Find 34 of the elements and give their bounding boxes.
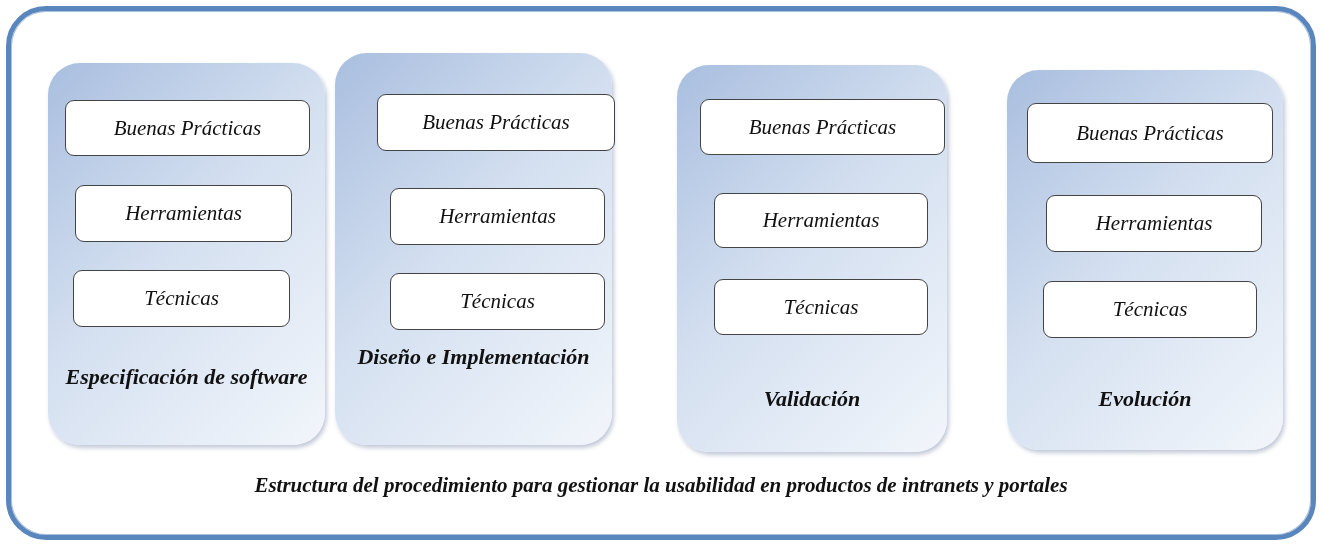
item-label: Técnicas — [144, 286, 219, 311]
item-box — [73, 270, 290, 327]
item-box — [1043, 281, 1257, 338]
item-box — [1027, 103, 1273, 163]
item-label: Buenas Prácticas — [1076, 120, 1224, 146]
item-label: Técnicas — [460, 289, 535, 314]
phase-panel — [48, 63, 325, 445]
phase-panel — [677, 65, 947, 452]
item-box — [390, 273, 605, 330]
item-box — [700, 99, 945, 155]
item-box — [65, 100, 310, 156]
item-label: Buenas Prácticas — [748, 114, 897, 140]
item-label: Técnicas — [1112, 297, 1188, 322]
item-label: Herramientas — [762, 208, 880, 233]
item-box — [714, 193, 928, 248]
phase-title: Especificación de software — [64, 363, 309, 391]
phase-title: Validación — [762, 385, 862, 413]
item-label: Herramientas — [439, 204, 556, 229]
phase-panel — [335, 53, 612, 445]
phase-panel — [1007, 70, 1283, 450]
item-label: Buenas Prácticas — [422, 110, 570, 135]
item-box — [714, 279, 928, 335]
item-box — [390, 188, 605, 245]
item-box — [377, 94, 615, 151]
diagram-frame — [6, 6, 1316, 540]
item-box — [75, 185, 292, 242]
phase-title: Diseño e Implementación — [356, 343, 591, 371]
item-label: Herramientas — [1095, 211, 1213, 236]
phase-title: Evolución — [1097, 385, 1193, 413]
item-label: Herramientas — [125, 201, 242, 226]
item-box — [1046, 195, 1262, 252]
item-label: Buenas Prácticas — [113, 115, 262, 141]
diagram-caption: Estructura del procedimiento para gestionar la usabilidad en productos de intranets y portales — [253, 473, 1069, 498]
item-label: Técnicas — [783, 294, 859, 320]
